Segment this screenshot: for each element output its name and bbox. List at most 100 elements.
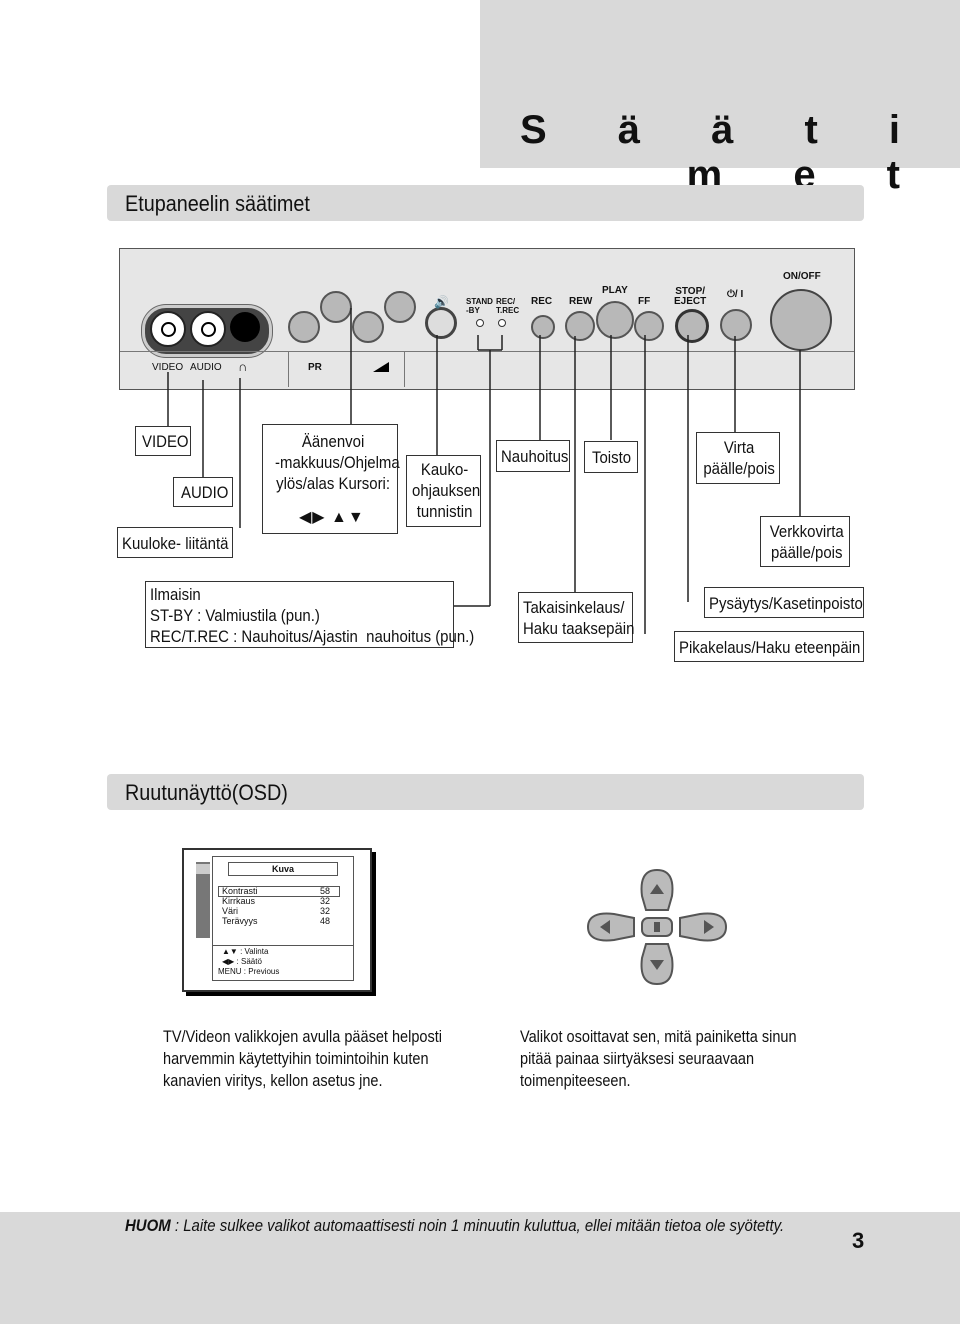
ff-label: FF [638,296,651,307]
section-header-front-panel: Etupaneelin säätimet [107,185,864,221]
callout-verkkovirta-text: Verkkovirta päälle/pois [769,522,844,562]
callout-virta-text: Virta päälle/pois [703,438,775,478]
callout-audio-text: AUDIO [181,483,229,502]
title-band [480,0,960,168]
footer-band [0,1212,960,1324]
rec-button[interactable] [531,315,555,339]
front-panel: 🔊 STAND -BY REC/ T.REC REC REW PLAY FF S… [119,248,855,390]
note-text: : Laite sulkee valikot automaattisesti n… [170,1216,785,1235]
osd-help-0: ▲▼ : Valinta [222,947,269,956]
callout-takaisin: Takaisinkelaus/ Haku taaksepäin [518,592,635,643]
panel-divider [120,351,854,352]
nav-left-button [586,912,635,942]
osd-selection-highlight [218,886,340,897]
osd-item-value: 58 [320,886,331,896]
onoff-label: ON/OFF [783,271,821,282]
osd-item-label: Väri [222,906,239,916]
program-up-button[interactable] [320,291,352,323]
callout-pysaytys-text: Pysäytys/Kasetinpoisto [709,594,863,613]
play-button[interactable] [596,301,634,339]
stop-eject-button[interactable] [675,309,709,343]
volume-down-button[interactable] [288,311,320,343]
page-title: S ä ä t i m e t [519,108,930,197]
nav-pad [586,868,728,986]
osd-item-label: Kontrasti [222,886,258,896]
callout-lines [167,308,801,634]
volume-ramp-icon [373,362,389,372]
nav-right-button [679,912,728,942]
callout-ilmaisin-text: Ilmaisin ST-BY : Valmiustila (pun.) REC/… [150,585,475,646]
callout-remote-sensor: Kauko- ohjauksen tunnistin [406,455,481,527]
callout-pikakelaus-text: Pikakelaus/Haku eteenpäin [679,638,861,657]
speaker-icon: 🔊 [434,295,449,309]
rec-label: REC [531,296,553,307]
callout-pysaytys: Pysäytys/Kasetinpoisto [704,587,864,618]
paragraph-right-text: Valikot osoittavat sen, mitä painiketta … [520,1028,797,1090]
callout-takaisin-text: Takaisinkelaus/ Haku taaksepäin [523,598,635,638]
volume-up-button[interactable] [352,311,384,343]
section-title: Ruutunäyttö(OSD) [125,780,288,805]
section-header-osd: Ruutunäyttö(OSD) [107,774,864,810]
paragraph-left: TV/Videon valikkojen avulla pääset helpo… [163,1026,442,1092]
callout-volume: Äänenvoi -makkuus/Ohjelma ylös/alas Kurs… [262,424,400,534]
osd-item-3[interactable]: Terävyys [222,916,258,926]
callout-verkkovirta: Verkkovirta päälle/pois [760,516,850,567]
callout-virta: Virta päälle/pois [696,432,780,484]
ff-button[interactable] [634,311,664,341]
play-label: PLAY [602,285,628,296]
note-label: HUOM [125,1216,171,1235]
stop-eject-label: STOP/ EJECT [674,286,707,307]
picture-icon [196,864,210,874]
video-jack[interactable] [150,311,186,347]
osd-item-value: 32 [320,896,331,906]
paragraph-right: Valikot osoittavat sen, mitä painiketta … [520,1026,797,1092]
paragraph-left-text: TV/Videon valikkojen avulla pääset helpo… [163,1028,443,1090]
osd-item-value: 48 [320,916,331,926]
rew-label: REW [569,296,593,307]
callout-audio: AUDIO [173,477,233,507]
footer-note: HUOM : Laite sulkee valikot automaattise… [125,1216,784,1236]
osd-screen: Kuva Kontrasti 58 Kirrkaus 32 Väri 32 Te… [182,848,372,992]
osd-item-label: Kirrkaus [222,896,256,906]
headphone-icon: ∩ [238,359,248,374]
osd-item-value: 32 [320,906,331,916]
osd-title: Kuva [228,862,338,876]
headphone-jack[interactable] [230,312,260,342]
osd-help-2: MENU : Previous [218,967,280,976]
power-button[interactable] [720,309,752,341]
callout-nauhoitus: Nauhoitus [496,440,570,472]
callout-kuuloke-text: Kuuloke- liitäntä [122,534,229,553]
video-panel-label: VIDEO [152,362,184,373]
osd-menu-panel [212,856,354,948]
pr-section [288,352,405,387]
osd-side-icons [196,862,210,938]
callout-video: VIDEO [135,426,191,456]
callout-nauhoitus-text: Nauhoitus [501,447,569,466]
audio-jack[interactable] [190,311,226,347]
callout-video-text: VIDEO [142,432,189,451]
audio-panel-label: AUDIO [190,362,222,373]
rew-button[interactable] [565,311,595,341]
rec-led-label: REC/ T.REC [496,297,520,315]
callout-kuuloke: Kuuloke- liitäntä [117,527,233,558]
rec-led [498,319,506,327]
page-number: 3 [852,1228,865,1253]
pr-label: PR [308,362,322,373]
osd-item-0[interactable]: Kontrasti [222,886,258,896]
callout-volume-text: Äänenvoi -makkuus/Ohjelma ylös/alas Kurs… [275,432,400,493]
osd-item-label: Terävyys [222,916,258,926]
program-down-button[interactable] [384,291,416,323]
onoff-button[interactable] [770,289,832,351]
callout-toisto-text: Toisto [592,448,632,467]
callout-ilmaisin: Ilmaisin ST-BY : Valmiustila (pun.) REC/… [145,581,474,648]
callout-toisto: Toisto [584,441,638,473]
osd-item-1[interactable]: Kirrkaus [222,896,255,906]
callout-remote-sensor-text: Kauko- ohjauksen tunnistin [412,460,481,521]
osd-help-1: ◀▶ : Säätö [222,957,262,966]
power-label: ⏻/ I [727,289,744,300]
standby-led-label: STAND -BY [466,297,493,315]
remote-sensor [425,307,457,339]
osd-item-2[interactable]: Väri [222,906,238,916]
cursor-arrows-icon: ◀▶ ▲▼ [299,509,365,526]
osd-help-panel [212,945,354,981]
